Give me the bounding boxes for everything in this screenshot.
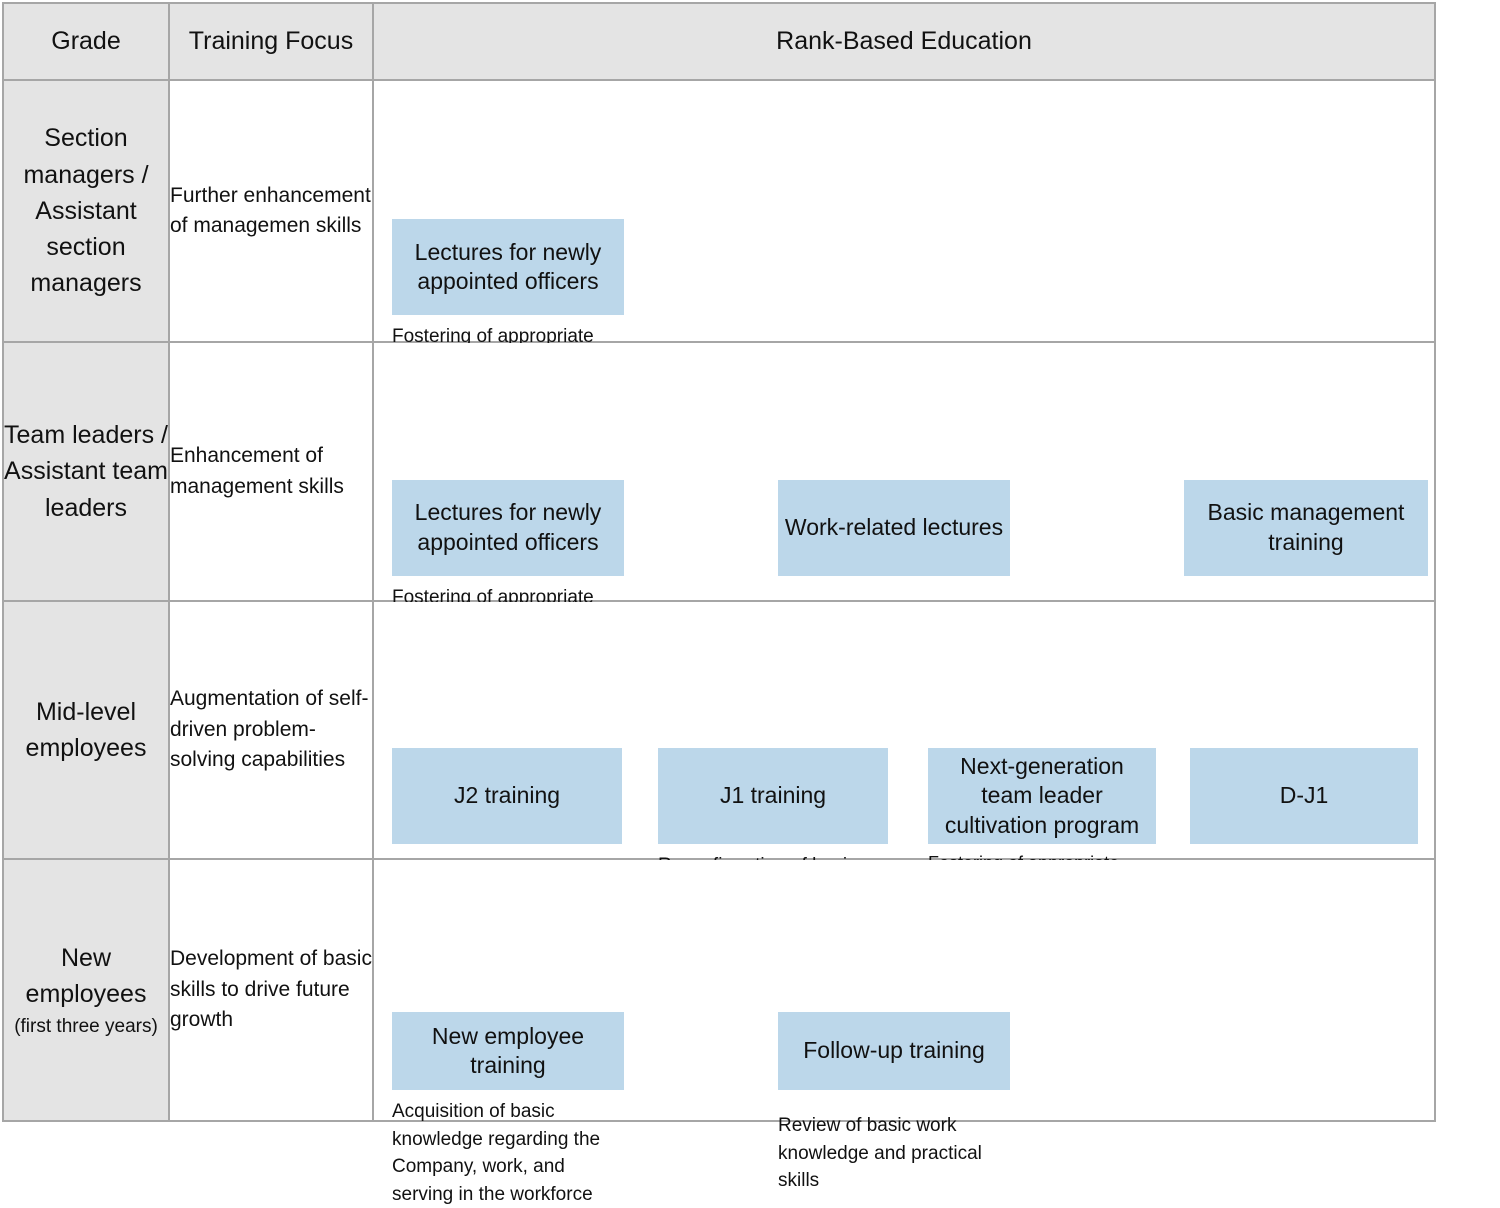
grade-cell-mid-level-employees: Mid-level employees bbox=[2, 600, 170, 860]
program-title-box[interactable]: Follow-up training bbox=[778, 1012, 1010, 1090]
training-focus-cell-section-managers: Further enhancement of managemen skills bbox=[168, 79, 374, 343]
column-header-rank-based-education: Rank-Based Education bbox=[372, 2, 1436, 81]
grade-note: (first three years) bbox=[14, 1016, 158, 1038]
table-row: Mid-level employees Augmentation of self… bbox=[2, 600, 1436, 977]
program-title-box[interactable]: Next-generation team leader cultivation … bbox=[928, 748, 1156, 844]
grade-label: Mid-level employees bbox=[25, 697, 147, 762]
column-header-grade: Grade bbox=[2, 2, 170, 81]
grade-label: Team leaders / Assistant team leaders bbox=[4, 421, 168, 522]
grade-cell-team-leaders: Team leaders / Assistant team leaders bbox=[2, 341, 170, 602]
training-focus-cell-team-leaders: Enhancement of management skills bbox=[168, 341, 374, 602]
training-matrix-wrapper: Grade Training Focus Rank-Based Educatio… bbox=[2, 2, 1436, 1205]
grade-label: New employees bbox=[25, 943, 147, 1009]
table-row: Section managers / Assistant section man… bbox=[2, 79, 1436, 430]
grade-cell-new-employees: New employees (first three years) bbox=[2, 858, 170, 1122]
training-focus-cell-mid-level-employees: Augmentation of self-driven problem-solv… bbox=[168, 600, 374, 860]
program-title-box[interactable]: Lectures for newly appointed officers bbox=[392, 479, 624, 576]
program-description: Review of basic work knowledge and pract… bbox=[778, 1115, 982, 1192]
program-title-box[interactable]: J2 training bbox=[392, 748, 622, 844]
program-title-box[interactable]: Work-related lectures bbox=[778, 479, 1010, 576]
program-title-box[interactable]: D-J1 bbox=[1190, 748, 1418, 844]
program-title-box[interactable]: Lectures for newly appointed officers bbox=[392, 219, 624, 315]
program-title-box[interactable]: J1 training bbox=[658, 748, 888, 844]
program-title-box[interactable]: Basic management training bbox=[1184, 479, 1428, 576]
column-header-training-focus: Training Focus bbox=[168, 2, 374, 81]
program-title-box[interactable]: New employee training bbox=[392, 1012, 624, 1090]
program-description: Acquisition of basic knowledge regarding… bbox=[392, 1101, 601, 1205]
table-row: Team leaders / Assistant team leaders En… bbox=[2, 341, 1436, 690]
rank-education-cell-mid-level-employees: J2 training Acquisition of basic problem… bbox=[372, 600, 1436, 977]
table-header-row: Grade Training Focus Rank-Based Educatio… bbox=[2, 2, 1436, 81]
rank-education-cell-section-managers: Lectures for newly appointed officers Fo… bbox=[372, 79, 1436, 430]
rank-education-cell-team-leaders: Lectures for newly appointed officers Fo… bbox=[372, 341, 1436, 690]
grade-label: Section managers / Assistant section man… bbox=[23, 124, 149, 298]
program-item[interactable]: New employee training Acquisition of bas… bbox=[392, 1012, 624, 1208]
grade-cell-section-managers: Section managers / Assistant section man… bbox=[2, 79, 170, 343]
table-row: New employees (first three years) Develo… bbox=[2, 858, 1436, 1205]
training-focus-cell-new-employees: Development of basic skills to drive fut… bbox=[168, 858, 374, 1122]
training-matrix-table: Grade Training Focus Rank-Based Educatio… bbox=[2, 2, 1436, 1205]
rank-education-cell-new-employees: New employee training Acquisition of bas… bbox=[372, 858, 1436, 1205]
program-item[interactable]: Follow-up training Review of basic work … bbox=[778, 1012, 1010, 1195]
